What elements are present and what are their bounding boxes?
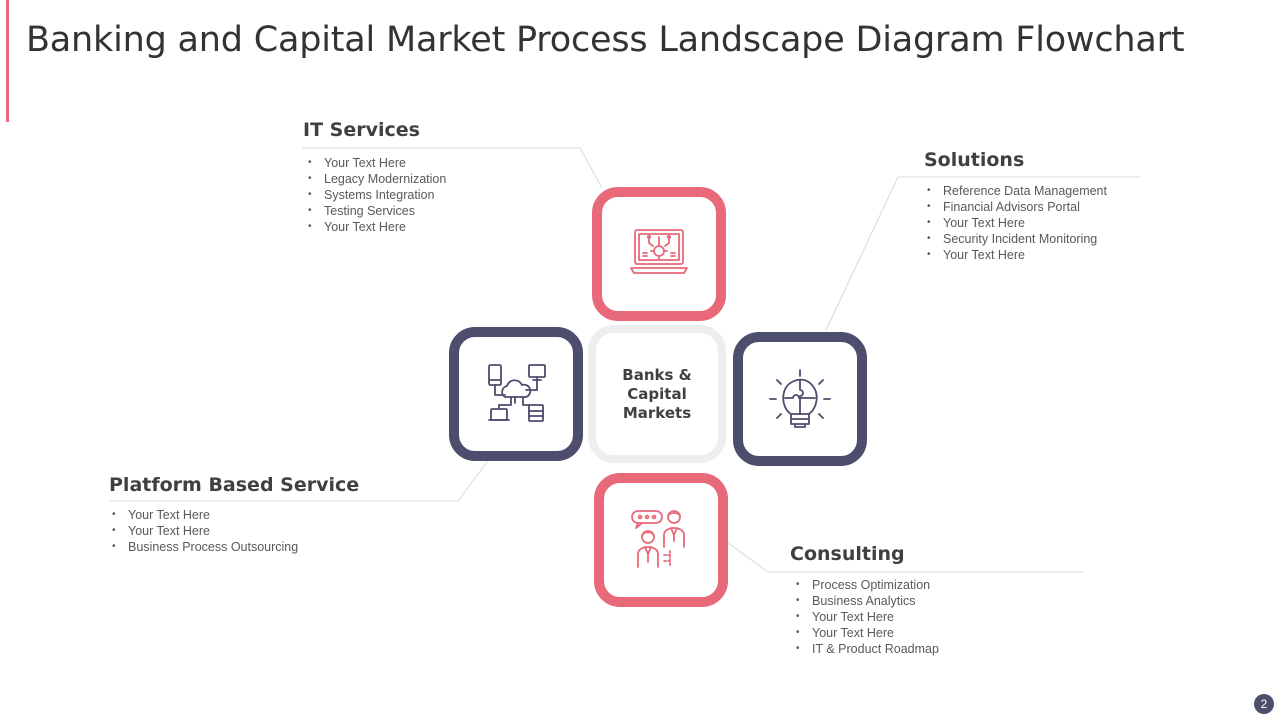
platform-heading: Platform Based Service	[109, 474, 360, 496]
list-item: Testing Services	[304, 203, 446, 219]
list-item: Your Text Here	[923, 215, 1107, 231]
lightbulb-puzzle-icon	[769, 369, 831, 428]
list-item: Reference Data Management	[923, 183, 1107, 199]
platform-connector	[110, 457, 491, 502]
consulting-connector	[727, 542, 1084, 573]
title-accent-bar	[6, 0, 9, 122]
list-item: Your Text Here	[304, 219, 446, 235]
list-item: Your Text Here	[304, 155, 446, 171]
solutions-tile	[733, 332, 867, 466]
list-item: Your Text Here	[792, 609, 939, 625]
it-services-connector	[302, 147, 603, 189]
consulting-heading: Consulting	[790, 543, 905, 565]
list-item: Your Text Here	[923, 247, 1107, 263]
list-item: Systems Integration	[304, 187, 446, 203]
it-services-list: Your Text Here Legacy Modernization Syst…	[304, 155, 446, 235]
it-services-tile	[592, 187, 726, 321]
consulting-tile	[594, 473, 728, 607]
list-item: IT & Product Roadmap	[792, 641, 939, 657]
list-item: Business Process Outsourcing	[108, 539, 298, 555]
platform-tile	[449, 327, 583, 461]
list-item: Your Text Here	[792, 625, 939, 641]
list-item: Business Analytics	[792, 593, 939, 609]
center-label: Banks & Capital Markets	[622, 365, 692, 422]
consultants-chat-icon	[631, 510, 685, 568]
consulting-list: Process Optimization Business Analytics …	[792, 577, 939, 657]
solutions-connector	[825, 176, 1140, 331]
list-item: Legacy Modernization	[304, 171, 446, 187]
list-item: Your Text Here	[108, 523, 298, 539]
page-title: Banking and Capital Market Process Lands…	[26, 20, 1185, 60]
solutions-list: Reference Data Management Financial Advi…	[923, 183, 1107, 263]
laptop-gear-icon	[630, 229, 688, 274]
list-item: Process Optimization	[792, 577, 939, 593]
center-tile: Banks & Capital Markets	[588, 325, 726, 463]
cloud-network-icon	[488, 364, 546, 422]
it-services-heading: IT Services	[303, 119, 420, 141]
page-number-badge: 2	[1254, 694, 1274, 714]
list-item: Security Incident Monitoring	[923, 231, 1107, 247]
platform-list: Your Text Here Your Text Here Business P…	[108, 507, 298, 555]
list-item: Financial Advisors Portal	[923, 199, 1107, 215]
solutions-heading: Solutions	[924, 149, 1025, 171]
list-item: Your Text Here	[108, 507, 298, 523]
